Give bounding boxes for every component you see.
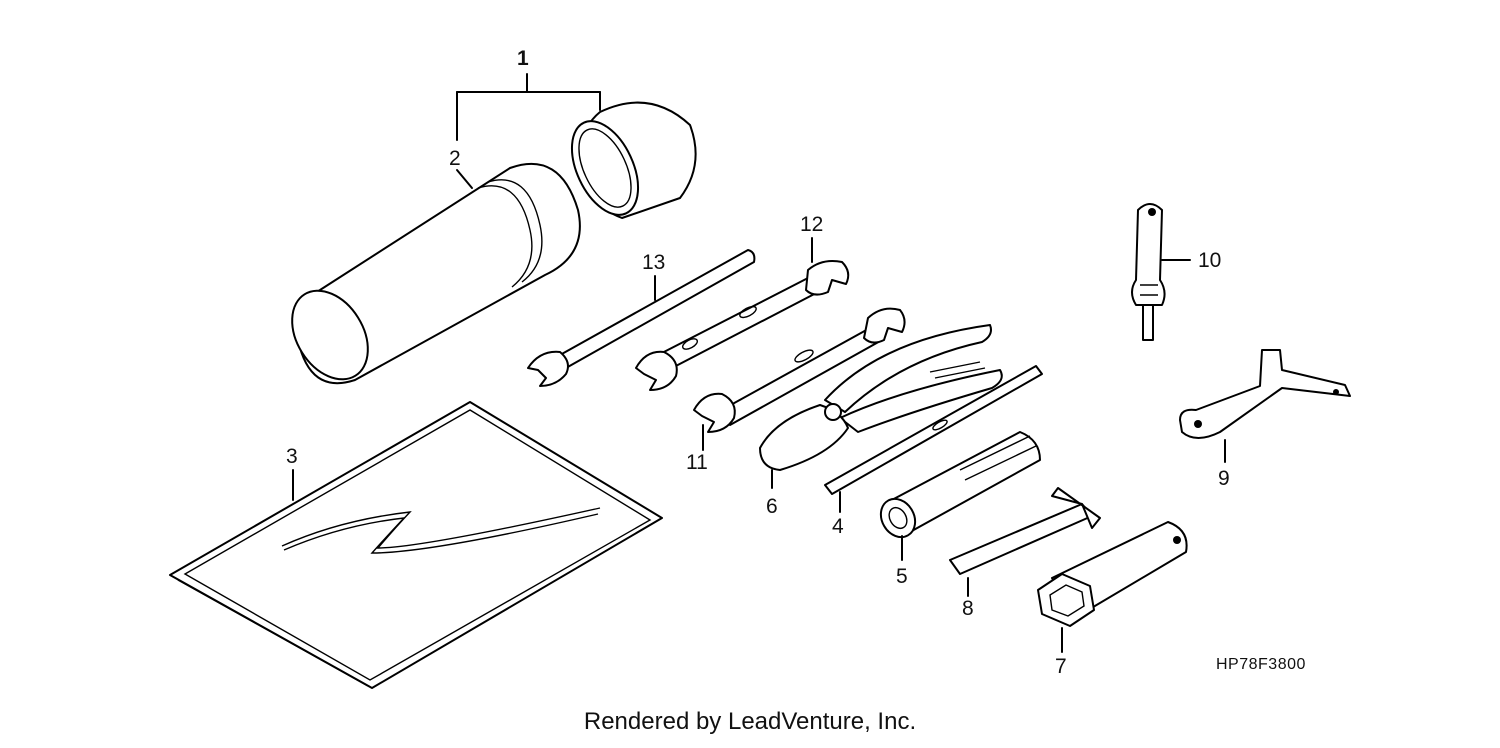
callout-11: 11	[686, 451, 708, 474]
open-end-wrench-13	[527, 249, 756, 387]
group-bracket-1	[456, 73, 601, 141]
callout-12: 12	[800, 213, 824, 236]
callout-10: 10	[1198, 249, 1222, 272]
screwdriver-handle	[879, 431, 1041, 561]
callout-9: 9	[1218, 467, 1230, 490]
callout-8: 8	[962, 597, 974, 620]
callout-13: 13	[642, 251, 666, 274]
callout-6: 6	[766, 495, 778, 518]
pliers	[759, 324, 1003, 489]
screwdriver-grip	[1131, 203, 1191, 341]
diagram-code: HP78F3800	[1216, 656, 1306, 673]
callout-4: 4	[832, 515, 844, 538]
manual-bag	[169, 401, 663, 689]
wrench-11	[693, 307, 906, 451]
spark-plug-wrench	[1037, 521, 1188, 653]
callout-7: 7	[1055, 655, 1067, 678]
callout-3: 3	[286, 445, 298, 468]
render-credit: Rendered by LeadVenture, Inc.	[583, 708, 917, 735]
tool-case-tube	[291, 162, 581, 385]
callout-2: 2	[449, 147, 461, 170]
hex-key	[949, 487, 1101, 597]
pin-spanner	[1179, 349, 1351, 463]
wrench-12	[635, 237, 850, 391]
screwdriver-shaft	[824, 365, 1043, 513]
callout-5: 5	[896, 565, 908, 588]
callout-1: 1	[517, 47, 529, 70]
tool-case-cap	[570, 101, 697, 219]
